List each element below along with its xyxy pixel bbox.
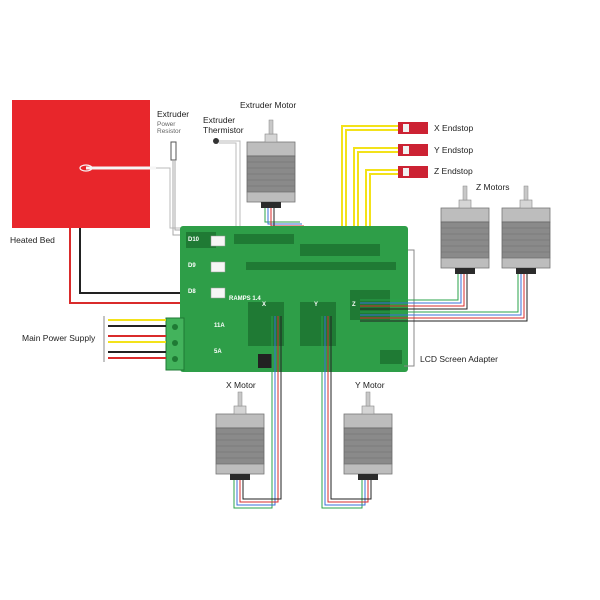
power-jack <box>258 354 272 368</box>
y-motor-label: Y Motor <box>355 380 385 390</box>
endstop-wires <box>341 125 398 260</box>
power-resistor-label: Power Resistor <box>157 121 181 136</box>
z-endstop <box>398 166 428 178</box>
extruder-motor-label: Extruder Motor <box>240 100 297 110</box>
screw-terminal-d10 <box>210 235 226 247</box>
x-endstop-label: X Endstop <box>434 123 474 133</box>
board-name-label: RAMPS 1.4 <box>229 296 261 302</box>
heated-bed <box>12 100 150 228</box>
z-motor-right <box>501 185 551 275</box>
x-motor <box>215 391 265 481</box>
y-motor <box>343 391 393 481</box>
screw-terminal-d9 <box>210 261 226 273</box>
bed-wire-black <box>79 228 183 294</box>
z-endstop-label: Z Endstop <box>434 166 473 176</box>
fuse-11a-label: 11A <box>214 323 225 329</box>
board-d8-label: D8 <box>188 289 196 295</box>
board-d10-label: D10 <box>188 237 200 243</box>
heated-bed-label: Heated Bed <box>10 235 55 245</box>
main-power-supply-label: Main Power Supply <box>22 333 96 343</box>
extruder-label: Extruder <box>157 109 190 119</box>
lcd-adapter-bracket <box>404 249 415 367</box>
board-y-label: Y <box>314 302 319 308</box>
z-motors-label: Z Motors <box>476 182 510 192</box>
lcd-screen-adapter-label: LCD Screen Adapter <box>420 354 498 364</box>
x-motor-label: X Motor <box>226 380 256 390</box>
board-z-label: Z <box>352 302 356 308</box>
fuse-5a-label: 5A <box>214 349 222 355</box>
screw-terminal-d8 <box>210 287 226 299</box>
board-x-label: X <box>262 302 267 308</box>
board-d9-label: D9 <box>188 263 196 269</box>
extruder-thermistor-bead <box>213 138 219 144</box>
power-resistor <box>170 141 177 161</box>
z-motor-left <box>440 185 490 275</box>
extruder-motor <box>246 119 296 209</box>
y-endstop <box>398 144 428 156</box>
bed-wire-red <box>69 228 183 304</box>
extruder-thermistor-label: Extruder Thermistor <box>203 115 244 135</box>
y-endstop-label: Y Endstop <box>434 145 474 155</box>
x-endstop <box>398 122 428 134</box>
main-power-wires <box>108 319 166 359</box>
